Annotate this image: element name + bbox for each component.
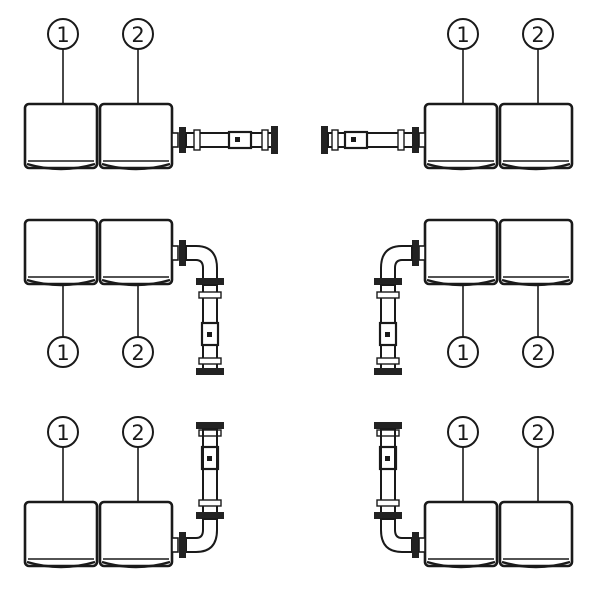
config-c: 1 2 — [23, 218, 224, 375]
callout-2-label: 2 — [531, 421, 544, 445]
unit-1-box — [423, 218, 499, 287]
config-a: 1 2 — [23, 18, 278, 171]
unit-2-box — [98, 102, 174, 171]
pipe-elbow-up-left — [374, 422, 426, 558]
unit-1-box — [23, 218, 99, 287]
unit-2-box — [498, 500, 574, 569]
callout-2: 2 — [522, 416, 554, 502]
callout-1-label: 1 — [456, 23, 469, 47]
config-b: 1 2 — [321, 18, 574, 171]
unit-1-box — [423, 500, 499, 569]
pipe-assembly-right — [171, 126, 278, 154]
callout-1: 1 — [447, 18, 479, 104]
config-f: 1 2 — [374, 416, 574, 569]
callout-2-label: 2 — [131, 23, 144, 47]
pipe-elbow-down-right — [171, 240, 224, 375]
callout-2: 2 — [522, 18, 554, 104]
pipe-elbow-down-left — [374, 240, 426, 375]
unit-1-box — [23, 102, 99, 171]
unit-2-box — [98, 218, 174, 287]
unit-2-box — [498, 218, 574, 287]
unit-2-box — [98, 500, 174, 569]
pipe-assembly-left — [321, 126, 426, 154]
callout-2: 2 — [122, 416, 154, 502]
callout-1-label: 1 — [456, 341, 469, 365]
unit-1-box — [423, 102, 499, 171]
unit-2-box — [498, 102, 574, 171]
callout-1-label: 1 — [56, 23, 69, 47]
callout-2-label: 2 — [131, 421, 144, 445]
callout-1-label: 1 — [56, 341, 69, 365]
pipe-elbow-up-right — [171, 422, 224, 558]
config-e: 1 2 — [23, 416, 224, 569]
callout-2-label: 2 — [531, 341, 544, 365]
unit-1-box — [23, 500, 99, 569]
callout-1: 1 — [447, 284, 479, 368]
callout-2-label: 2 — [131, 341, 144, 365]
callout-1: 1 — [47, 18, 79, 104]
callout-2: 2 — [122, 18, 154, 104]
callout-1: 1 — [447, 416, 479, 502]
callout-1-label: 1 — [456, 421, 469, 445]
callout-2-label: 2 — [531, 23, 544, 47]
callout-2: 2 — [122, 284, 154, 368]
callout-1-label: 1 — [56, 421, 69, 445]
callout-2: 2 — [522, 284, 554, 368]
callout-1: 1 — [47, 284, 79, 368]
callout-1: 1 — [47, 416, 79, 502]
config-d: 1 2 — [374, 218, 574, 375]
